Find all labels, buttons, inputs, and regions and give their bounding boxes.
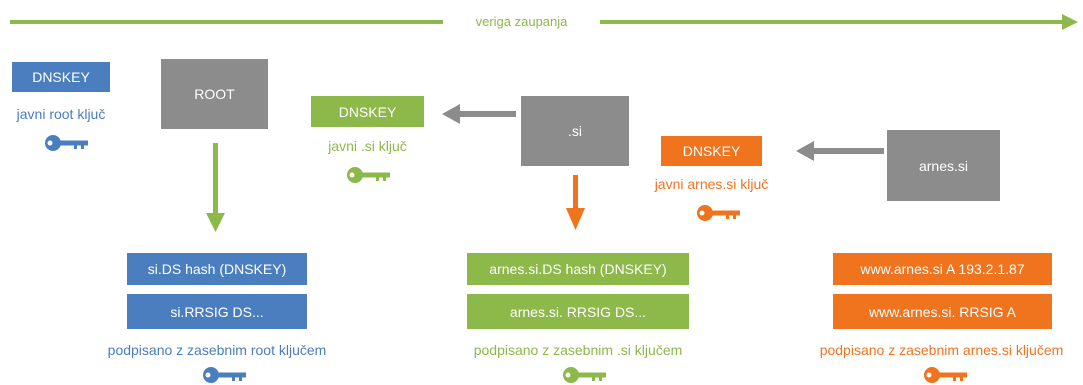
root-down-arrow-icon	[206, 213, 225, 232]
si-ds-box: arnes.si.DS hash (DNSKEY)	[467, 253, 689, 285]
si-signed-caption: podpisano z zasebnim .si ključem	[473, 342, 683, 358]
root-ds-box: si.DS hash (DNSKEY)	[127, 253, 307, 285]
chain-line-right	[600, 20, 1062, 24]
key-icon	[347, 167, 390, 183]
chain-line-left	[10, 20, 443, 24]
key-icon	[563, 367, 606, 383]
si-down-arrow-shaft	[573, 175, 578, 210]
root-rrsig-box: si.RRSIG DS...	[127, 294, 307, 329]
si-key-caption: javni .si ključ	[328, 138, 407, 154]
si-zone-box: .si	[521, 96, 629, 166]
si-left-arrow-shaft	[458, 111, 516, 117]
si-down-arrow-icon	[566, 208, 585, 230]
arnes-left-arrow-shaft	[812, 148, 884, 154]
root-key-caption: javni root ključ	[16, 106, 106, 122]
key-icon	[45, 135, 88, 151]
si-rrsig-box: arnes.si. RRSIG DS...	[467, 294, 689, 329]
root-zone-box: ROOT	[161, 59, 268, 129]
arnes-signed-caption: podpisano z zasebnim arnes.si ključem	[819, 342, 1064, 358]
key-icon	[203, 367, 246, 383]
root-down-arrow-shaft	[213, 143, 218, 215]
key-icon	[697, 205, 740, 221]
root-dnskey-box: DNSKEY	[12, 62, 110, 92]
arnes-dnskey-box: DNSKEY	[661, 136, 762, 166]
arnes-left-arrow-icon	[796, 141, 814, 161]
arnes-zone-box: arnes.si	[887, 130, 1000, 201]
arnes-key-caption: javni arnes.si ključ	[654, 176, 769, 192]
chain-arrowhead-icon	[1062, 14, 1078, 30]
arnes-rrsig-box: www.arnes.si. RRSIG A	[833, 294, 1052, 329]
si-left-arrow-icon	[442, 104, 460, 124]
chain-of-trust-label: veriga zaupanja	[475, 14, 568, 29]
arnes-a-record-box: www.arnes.si A 193.2.1.87	[833, 253, 1052, 285]
root-signed-caption: podpisano z zasebnim root ključem	[107, 342, 327, 358]
si-dnskey-box: DNSKEY	[311, 96, 424, 127]
key-icon	[924, 367, 967, 383]
